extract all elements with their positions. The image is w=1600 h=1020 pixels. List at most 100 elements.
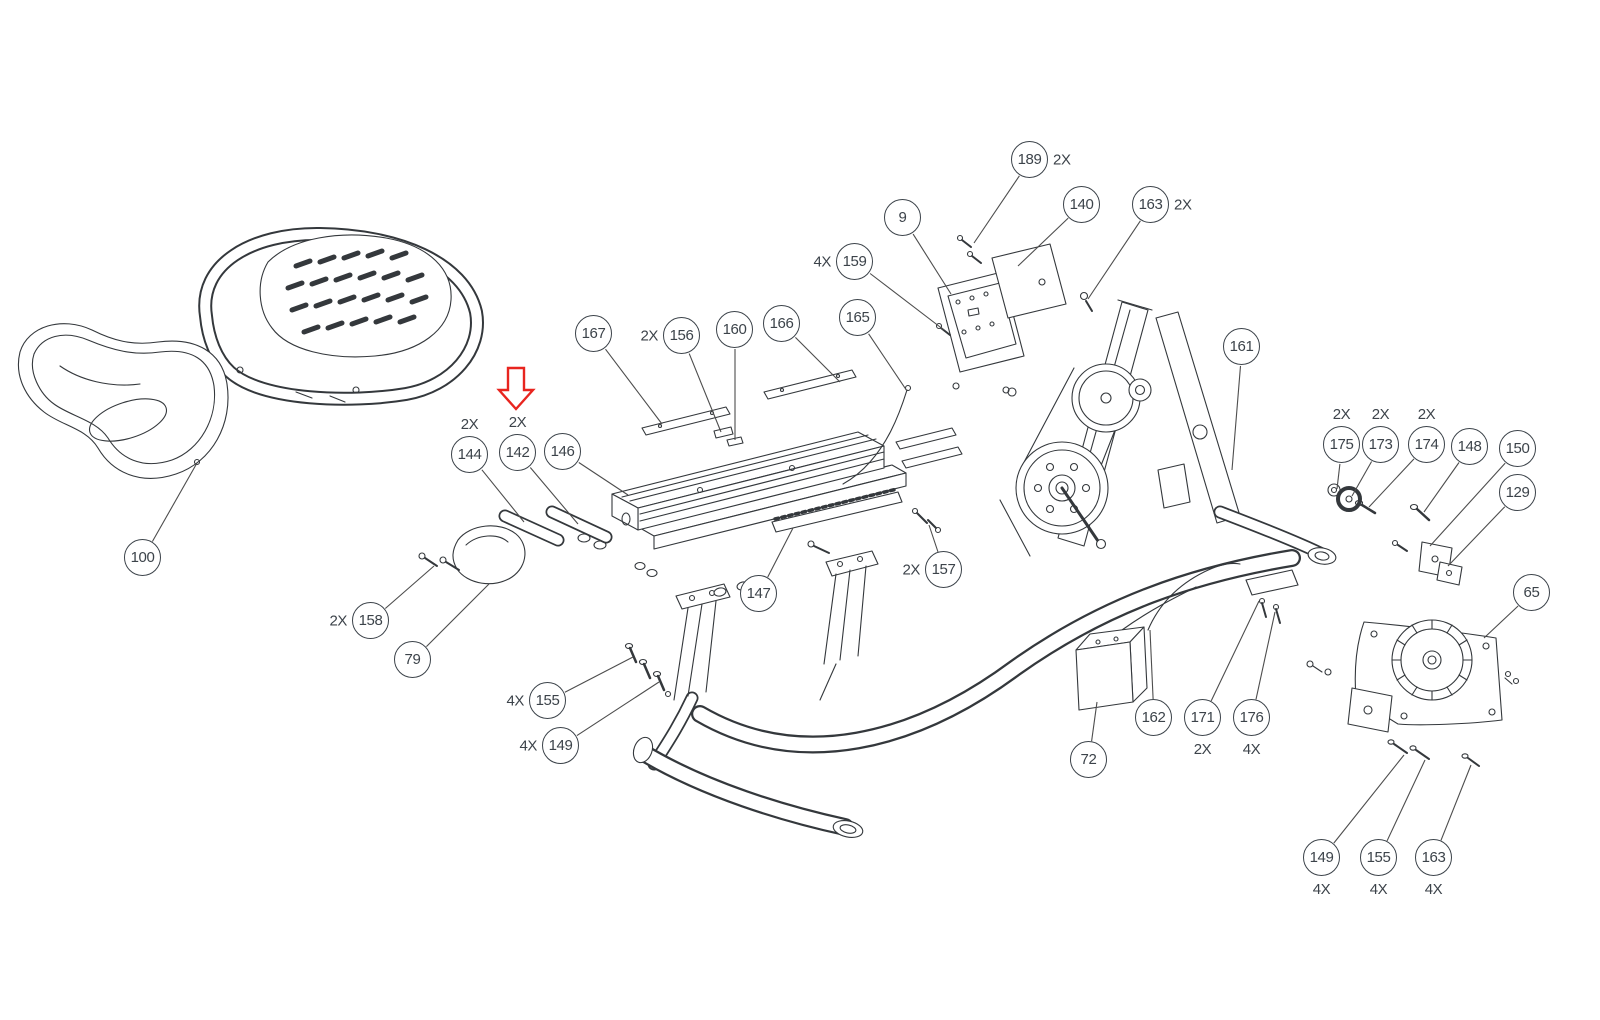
part-callout-9: 9 [884,199,921,236]
slide-strip-drawing [498,505,613,547]
flywheel-drawing [1015,363,1152,550]
qty-label-159: 4X [813,253,831,270]
seat-back-drawing [198,226,484,406]
qty-label-156: 2X [640,327,658,344]
qty-label-176: 4X [1242,741,1261,758]
rail-strip-drawing [641,369,963,554]
part-callout-150: 150 [1499,430,1536,467]
leader-line-159 [869,273,945,331]
part-callout-79: 79 [394,641,431,678]
leader-line-149 [576,681,660,737]
part-callout-161: 161 [1223,328,1260,365]
qty-label-174: 2X [1417,406,1436,423]
part-callout-129: 129 [1499,474,1536,511]
leader-line-100 [151,462,198,542]
leader-line-129 [1447,506,1506,567]
battery-drawing [1075,562,1241,711]
leader-line-150 [1429,462,1506,547]
qty-label-149: 4X [519,737,537,754]
leader-line-167 [605,348,663,425]
part-callout-147: 147 [740,575,777,612]
leader-line-162 [1149,629,1154,700]
qty-label-149: 4X [1312,881,1331,898]
leader-line-140 [1017,217,1069,267]
part-callout-72: 72 [1070,741,1107,778]
part-callout-65: 65 [1513,574,1550,611]
leader-line-149 [1333,754,1405,844]
leader-line-155 [564,656,634,693]
part-callout-140: 140 [1063,186,1100,223]
leader-line-72 [1091,701,1098,742]
leader-line-155 [1386,759,1426,842]
idler-hardware-drawing [1327,483,1463,586]
seat-bracket-drawing [418,525,526,585]
leader-line-163 [1440,764,1472,841]
leader-line-79 [426,583,490,647]
qty-label-163: 4X [1424,881,1443,898]
part-callout-100: 100 [124,539,161,576]
controller-drawing [935,234,1093,397]
leader-line-163 [1087,220,1141,300]
qty-label-175: 2X [1332,406,1351,423]
leader-line-65 [1483,605,1519,639]
part-callout-167: 167 [575,315,612,352]
leader-line-157 [928,524,939,553]
leader-line-189 [973,175,1020,244]
leader-line-146 [578,462,629,496]
leader-line-175 [1336,463,1341,490]
part-callout-165: 165 [839,299,876,336]
part-callout-160: 160 [716,311,753,348]
leader-line-174 [1368,458,1415,508]
leader-line-161 [1231,365,1242,471]
qty-label-171: 2X [1193,741,1212,758]
qty-label-155: 4X [1369,881,1388,898]
resistance-unit-drawing [1306,619,1520,767]
qty-label-173: 2X [1371,406,1390,423]
leader-line-166 [795,337,841,383]
leader-line-144 [481,469,525,523]
leader-line-9 [912,233,952,295]
seat-pan-drawing [17,323,229,479]
qty-label-157: 2X [902,561,920,578]
leader-line-147 [767,527,794,578]
qty-label-163: 2X [1174,196,1192,213]
red-arrow-marker [496,366,536,411]
qty-label-155: 4X [506,692,524,709]
part-callout-166: 166 [763,305,800,342]
qty-label-144: 2X [460,416,479,433]
frame-bolts-drawing [624,642,672,698]
leader-line-156 [688,353,722,433]
qty-label-142: 2X [508,414,527,431]
leader-line-142 [529,467,579,525]
leader-line-176 [1255,611,1276,700]
leader-line-165 [868,333,908,392]
leader-line-158 [384,565,435,609]
leader-line-173 [1351,461,1373,497]
part-callout-162: 162 [1135,699,1172,736]
seat-rail-drawing [577,426,907,578]
part-callout-146: 146 [544,433,581,470]
qty-label-158: 2X [329,612,347,629]
leader-line-148 [1423,462,1460,513]
leader-line-171 [1210,600,1260,702]
part-callout-148: 148 [1451,428,1488,465]
